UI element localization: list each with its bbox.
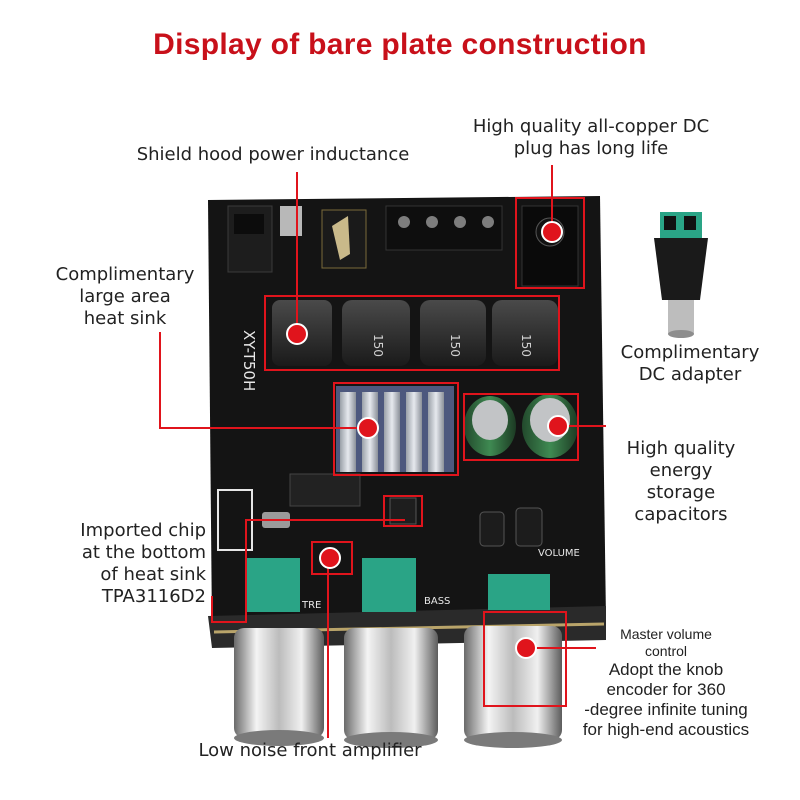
treble-label: TRE	[301, 600, 321, 611]
label-dc-adapter: Complimentary DC adapter	[620, 342, 760, 385]
dc-adapter	[654, 212, 708, 338]
knobs	[234, 626, 562, 748]
label-amplifier: Low noise front amplifier	[198, 740, 422, 761]
inductor-marking: 150	[448, 334, 462, 357]
label-dc-plug: High quality all-copper DC plug has long…	[472, 116, 710, 159]
inductor-marking: 150	[519, 334, 533, 357]
heat-sink	[336, 386, 454, 472]
model-marking: XY-T50H	[240, 330, 258, 391]
label-chip: Imported chip at the bottom of heat sink…	[80, 520, 206, 607]
top-connectors	[227, 205, 579, 287]
volume-label: VOLUME	[538, 548, 580, 559]
potentiometer-bases: TRE BASS VOLUME	[246, 548, 580, 612]
smd-components	[217, 473, 417, 551]
label-shield-inductance: Shield hood power inductance	[136, 144, 410, 165]
inductor-marking: 150	[371, 334, 385, 357]
label-capacitors: High quality energy storage capacitors	[626, 438, 736, 525]
page-title: Display of bare plate construction	[153, 28, 647, 61]
bass-label: BASS	[424, 596, 450, 607]
callouts	[159, 165, 606, 738]
label-heat-sink: Complimentary large area heat sink	[55, 264, 195, 329]
callout-dots	[286, 221, 569, 659]
label-volume: Master volume control Adopt the knob enc…	[582, 626, 750, 739]
